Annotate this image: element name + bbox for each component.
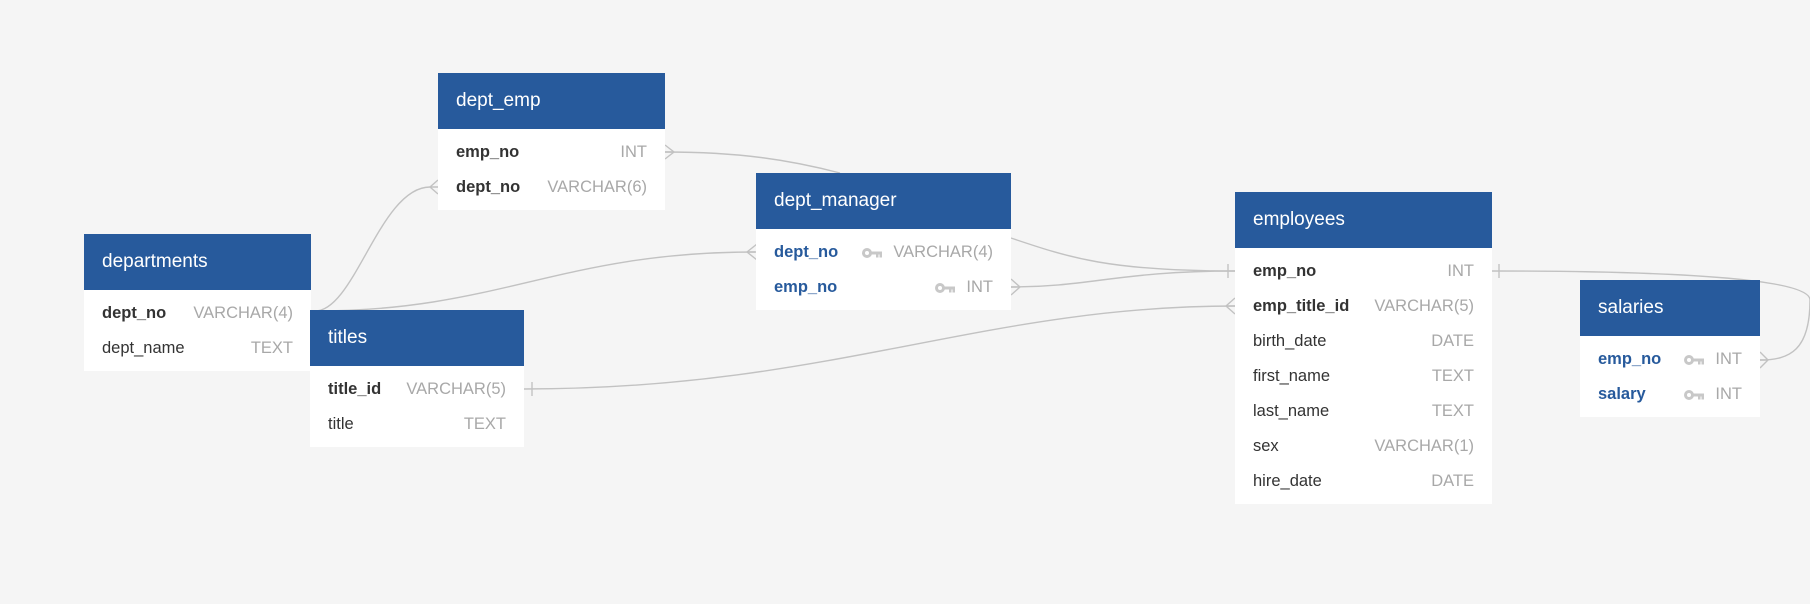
key-icon: [861, 247, 883, 259]
column-name: emp_no: [1598, 350, 1662, 368]
column-row-dept-no[interactable]: dept_no VARCHAR(4): [756, 235, 1011, 270]
column-type: INT: [966, 278, 993, 296]
column-type: INT: [1715, 350, 1742, 368]
column-name: birth_date: [1253, 332, 1327, 350]
column-row-emp-no[interactable]: emp_no INT: [438, 135, 665, 170]
table-title[interactable]: departments: [84, 234, 311, 290]
column-name: hire_date: [1253, 472, 1322, 490]
column-row-dept-no[interactable]: dept_no VARCHAR(6): [438, 170, 665, 205]
table-salaries[interactable]: salaries emp_no INT salary INT: [1580, 280, 1760, 417]
column-type: TEXT: [463, 415, 506, 433]
column-name: dept_no: [102, 304, 167, 322]
crowfoot-dept-emp-emp-no: [664, 144, 676, 160]
column-row-sex[interactable]: sex VARCHAR(1): [1235, 429, 1492, 464]
column-type: TEXT: [250, 339, 293, 357]
column-name: title: [328, 415, 354, 433]
table-title[interactable]: dept_emp: [438, 73, 665, 129]
column-name: dept_no: [456, 178, 521, 196]
link-departments-dept-emp[interactable]: [314, 186, 431, 312]
table-dept-emp[interactable]: dept_emp emp_no INT dept_no VARCHAR(6): [438, 73, 665, 210]
column-row-title-id[interactable]: title_id VARCHAR(5): [310, 372, 524, 407]
column-name: title_id: [328, 380, 382, 398]
key-icon: [934, 282, 956, 294]
column-row-dept-name[interactable]: dept_name TEXT: [84, 331, 311, 366]
column-type: DATE: [1431, 472, 1474, 490]
column-name: emp_title_id: [1253, 297, 1350, 315]
column-row-hire-date[interactable]: hire_date DATE: [1235, 464, 1492, 499]
table-title[interactable]: titles: [310, 310, 524, 366]
table-titles[interactable]: titles title_id VARCHAR(5) title TEXT: [310, 310, 524, 447]
link-titles-employees[interactable]: [523, 305, 1236, 390]
table-employees[interactable]: employees emp_no INT emp_title_id VARCHA…: [1235, 192, 1492, 504]
table-dept-manager[interactable]: dept_manager dept_no VARCHAR(4) emp_no I…: [756, 173, 1011, 310]
column-type: TEXT: [1431, 402, 1474, 420]
crowfoot-employees-emp-title-id: [1224, 297, 1236, 315]
column-type: VARCHAR(5): [406, 380, 506, 398]
column-type: VARCHAR(1): [1374, 437, 1474, 455]
column-row-birth-date[interactable]: birth_date DATE: [1235, 324, 1492, 359]
link-employees-salaries[interactable]: [1491, 270, 1810, 361]
table-title[interactable]: employees: [1235, 192, 1492, 248]
column-name: emp_no: [1253, 262, 1317, 280]
crowfoot-salaries-emp-no: [1759, 351, 1769, 369]
column-type: TEXT: [1431, 367, 1474, 385]
table-departments[interactable]: departments dept_no VARCHAR(4) dept_name…: [84, 234, 311, 371]
column-type: INT: [1715, 385, 1742, 403]
crowfoot-dept-emp-dept-no: [428, 179, 439, 195]
column-row-title[interactable]: title TEXT: [310, 407, 524, 442]
column-type: VARCHAR(4): [193, 304, 293, 322]
crowfoot-dept-manager-emp-no: [1010, 278, 1022, 296]
table-title[interactable]: dept_manager: [756, 173, 1011, 229]
key-icon: [1683, 354, 1705, 366]
column-name: emp_no: [774, 278, 838, 296]
column-name: salary: [1598, 385, 1646, 403]
column-name: dept_no: [774, 243, 839, 261]
column-row-last-name[interactable]: last_name TEXT: [1235, 394, 1492, 429]
column-name: first_name: [1253, 367, 1331, 385]
column-row-salary[interactable]: salary INT: [1580, 377, 1760, 412]
column-name: last_name: [1253, 402, 1330, 420]
column-type: INT: [620, 143, 647, 161]
column-name: emp_no: [456, 143, 520, 161]
column-type: VARCHAR(4): [893, 243, 993, 261]
column-row-emp-no[interactable]: emp_no INT: [756, 270, 1011, 305]
link-dept-manager-employees-a[interactable]: [1010, 237, 1236, 272]
link-dept-manager-employees-b[interactable]: [1010, 270, 1236, 288]
column-type: VARCHAR(6): [547, 178, 647, 196]
link-departments-dept-manager[interactable]: [314, 251, 756, 312]
column-type: INT: [1447, 262, 1474, 280]
column-row-emp-no[interactable]: emp_no INT: [1235, 254, 1492, 289]
column-type: VARCHAR(5): [1374, 297, 1474, 315]
column-row-dept-no[interactable]: dept_no VARCHAR(4): [84, 296, 311, 331]
table-title[interactable]: salaries: [1580, 280, 1760, 336]
key-icon: [1683, 389, 1705, 401]
column-name: sex: [1253, 437, 1279, 455]
column-row-emp-title-id[interactable]: emp_title_id VARCHAR(5): [1235, 289, 1492, 324]
column-name: dept_name: [102, 339, 185, 357]
column-type: DATE: [1431, 332, 1474, 350]
link-dept-emp-employees[interactable]: [664, 151, 841, 174]
column-row-emp-no[interactable]: emp_no INT: [1580, 342, 1760, 377]
column-row-first-name[interactable]: first_name TEXT: [1235, 359, 1492, 394]
crowfoot-dept-manager-dept-no: [745, 243, 758, 261]
